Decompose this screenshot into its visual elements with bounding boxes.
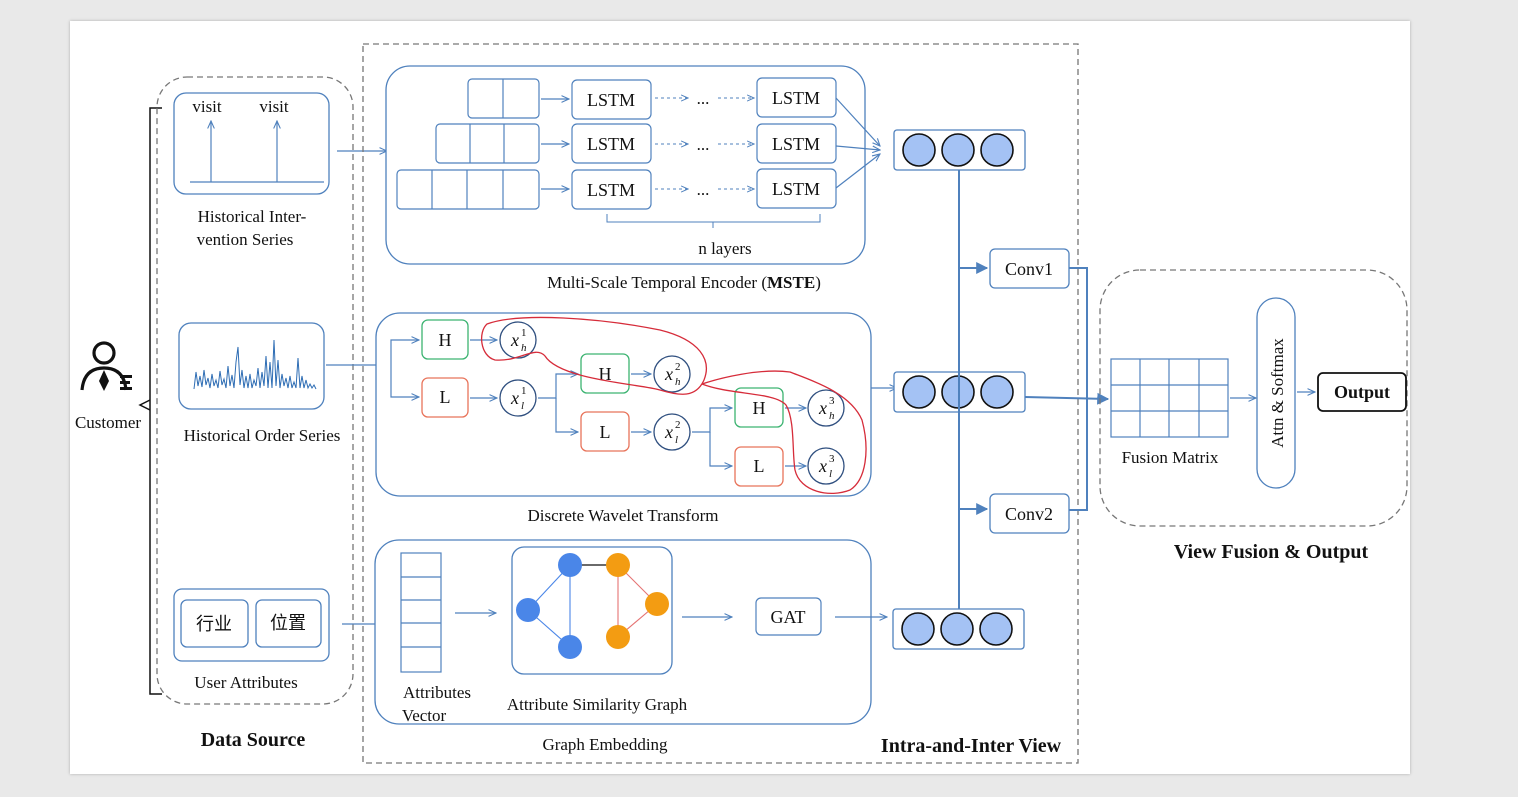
attribute-vector <box>400 552 442 673</box>
svg-text:h: h <box>829 410 835 422</box>
window-long <box>396 169 540 210</box>
coefficient-node: x 2 h <box>653 355 691 393</box>
svg-text:1: 1 <box>521 385 527 397</box>
ellipsis: ... <box>697 180 710 199</box>
lstm-label: LSTM <box>587 180 635 200</box>
similarity-graph <box>511 546 673 675</box>
diagram-card: Customer Data Source visit visit Histori… <box>70 21 1410 774</box>
coefficient-node: x 2 l <box>653 413 691 451</box>
high-pass-label: H <box>753 398 766 418</box>
svg-text:2: 2 <box>675 361 681 373</box>
lstm-label: LSTM <box>772 88 820 108</box>
visit-label: visit <box>192 97 222 116</box>
attn-softmax-label: Attn & Softmax <box>1268 338 1287 448</box>
window-medium <box>435 123 540 164</box>
svg-text:l: l <box>521 400 524 412</box>
mste-caption: Multi-Scale Temporal Encoder (MSTE) <box>547 273 821 292</box>
intervention-label-line2: vention Series <box>197 230 294 249</box>
coefficient-node: x 3 l <box>807 447 845 485</box>
attribute-location: 位置 <box>270 613 306 633</box>
customer-bracket <box>149 107 162 695</box>
similarity-graph-label: Attribute Similarity Graph <box>507 695 688 714</box>
coefficient-node: x 1 l <box>499 379 537 417</box>
svg-text:3: 3 <box>829 453 835 465</box>
ellipsis: ... <box>697 135 710 154</box>
lstm-label: LSTM <box>772 179 820 199</box>
graph-embedding-panel: Attributes Vector Attribute Similarity G… <box>374 539 887 725</box>
svg-text:h: h <box>675 376 681 388</box>
fusion-title: View Fusion & Output <box>1174 541 1369 563</box>
gat-label: GAT <box>771 607 806 627</box>
attribute-vector-label-line1: Attributes <box>403 683 471 702</box>
intervention-series-panel: visit visit <box>173 92 330 195</box>
high-pass-label: H <box>439 330 452 350</box>
framework-diagram: Customer Data Source visit visit Histori… <box>75 43 1408 764</box>
ellipsis: ... <box>697 89 710 108</box>
intervention-label-line1: Historical Inter- <box>198 207 307 226</box>
n-layers-label: n layers <box>698 239 751 258</box>
user-attributes-label: User Attributes <box>194 673 297 692</box>
svg-text:x: x <box>818 398 827 418</box>
order-series-label: Historical Order Series <box>184 426 341 445</box>
lstm-label: LSTM <box>772 134 820 154</box>
intra-inter-title: Intra-and-Inter View <box>881 735 1062 757</box>
dwt-caption: Discrete Wavelet Transform <box>528 506 719 525</box>
customer-icon <box>80 341 132 391</box>
attribute-vector-label-line2: Vector <box>402 706 447 725</box>
high-pass-label: H <box>599 364 612 384</box>
output-box <box>1317 372 1407 412</box>
svg-text:3: 3 <box>829 395 835 407</box>
output-label: Output <box>1334 382 1390 402</box>
order-series-panel <box>178 322 325 410</box>
customer-label: Customer <box>75 413 141 432</box>
visit-label: visit <box>259 97 289 116</box>
svg-text:l: l <box>829 468 832 480</box>
svg-text:x: x <box>510 330 519 350</box>
mste-panel: LSTM LSTM LSTM LSTM LSTM LSTM ... ... ..… <box>385 65 880 265</box>
conv2-box <box>989 493 1070 534</box>
lstm-label: LSTM <box>587 90 635 110</box>
view-embedding-temporal <box>893 129 1026 171</box>
svg-text:x: x <box>818 456 827 476</box>
coefficient-node: x 1 h <box>499 321 537 359</box>
annotation-outline <box>480 316 867 494</box>
low-pass-label: L <box>440 387 451 407</box>
user-attributes-panel: 行业 位置 <box>173 588 330 662</box>
fusion-matrix <box>1110 358 1229 438</box>
fusion-matrix-label: Fusion Matrix <box>1122 448 1219 467</box>
data-source-title: Data Source <box>201 729 306 751</box>
conv1-label: Conv1 <box>1005 259 1053 279</box>
svg-text:2: 2 <box>675 419 681 431</box>
svg-text:l: l <box>675 434 678 446</box>
dwt-panel: H L H L H L x 1 h x 1 l <box>375 312 897 497</box>
fusion-frame <box>1099 269 1408 527</box>
coefficient-node: x 3 h <box>807 389 845 427</box>
svg-text:x: x <box>664 422 673 442</box>
graph-embedding-caption: Graph Embedding <box>542 735 668 754</box>
low-pass-label: L <box>754 456 765 476</box>
attn-softmax-box <box>1256 297 1296 489</box>
view-embedding-graph <box>892 608 1025 650</box>
svg-text:x: x <box>510 388 519 408</box>
attribute-industry: 行业 <box>196 614 232 634</box>
conv2-label: Conv2 <box>1005 504 1053 524</box>
data-source-frame <box>156 76 354 705</box>
svg-text:h: h <box>521 342 527 354</box>
intra-inter-frame <box>362 43 1079 764</box>
svg-text:1: 1 <box>521 327 527 339</box>
lstm-label: LSTM <box>587 134 635 154</box>
low-pass-label: L <box>600 422 611 442</box>
svg-text:x: x <box>664 364 673 384</box>
